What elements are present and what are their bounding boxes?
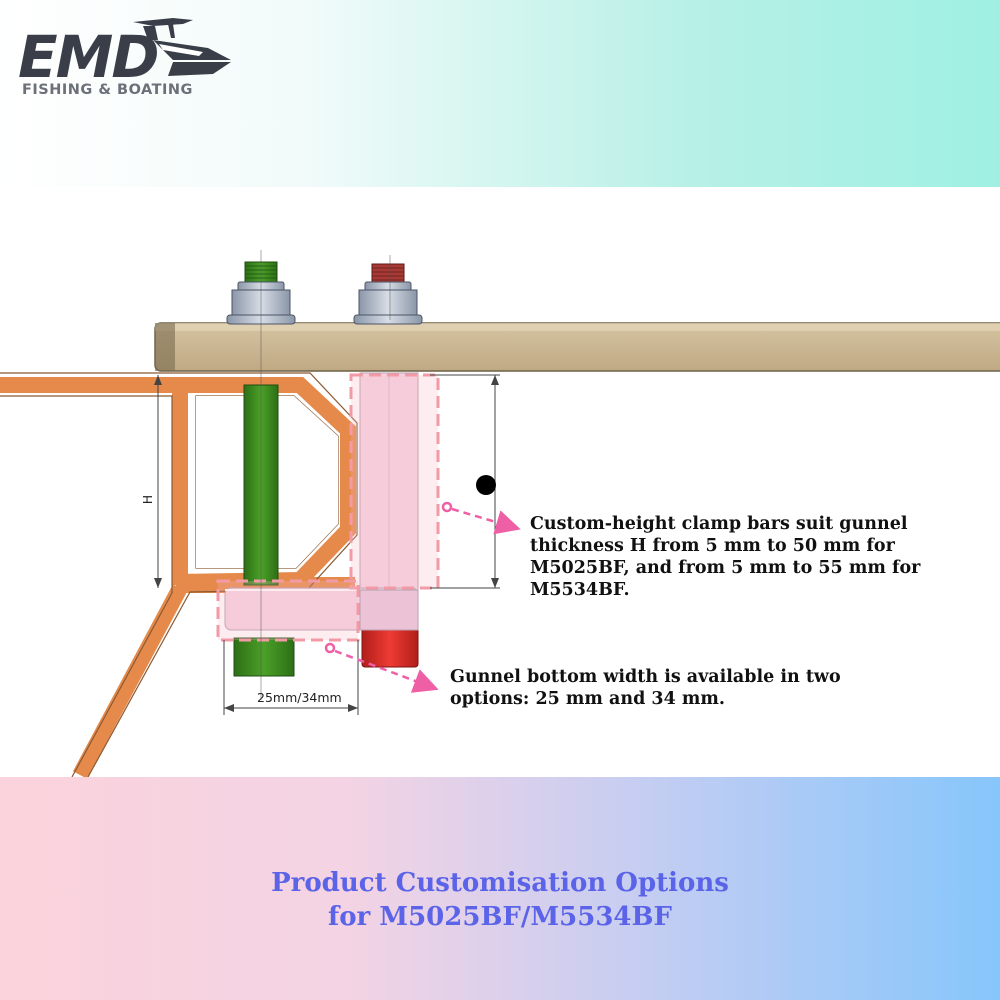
red-bolt	[353, 263, 423, 668]
footer-band	[0, 777, 1000, 1000]
gunnel-plate	[154, 322, 1000, 372]
title-line-1: Product Customisation Options	[271, 868, 729, 898]
brand-name: EMD	[18, 23, 159, 91]
width-label: 25mm/34mm	[257, 690, 342, 705]
title-line-2: for M5025BF/M5534BF	[328, 902, 672, 932]
width-callout-text: Gunnel bottom width is available in two …	[450, 667, 841, 709]
boat-icon	[133, 18, 231, 76]
height-callout-text: Custom-height clamp bars suit gunnel thi…	[530, 514, 921, 600]
page-title: Product Customisation Options for M5025B…	[0, 866, 1000, 934]
brand-logo: EMD FISHING & BOATING	[18, 10, 233, 102]
boat-frame	[0, 377, 356, 777]
marker-dot	[476, 475, 496, 495]
header-band	[0, 0, 1000, 187]
width-dimension	[223, 640, 359, 715]
height-label: H	[140, 494, 156, 505]
clamp-diagram	[0, 250, 1000, 777]
callout-arrows	[324, 501, 521, 693]
highlight-boxes	[216, 373, 440, 642]
brand-tagline: FISHING & BOATING	[22, 82, 193, 98]
clamp-bar	[224, 372, 419, 631]
